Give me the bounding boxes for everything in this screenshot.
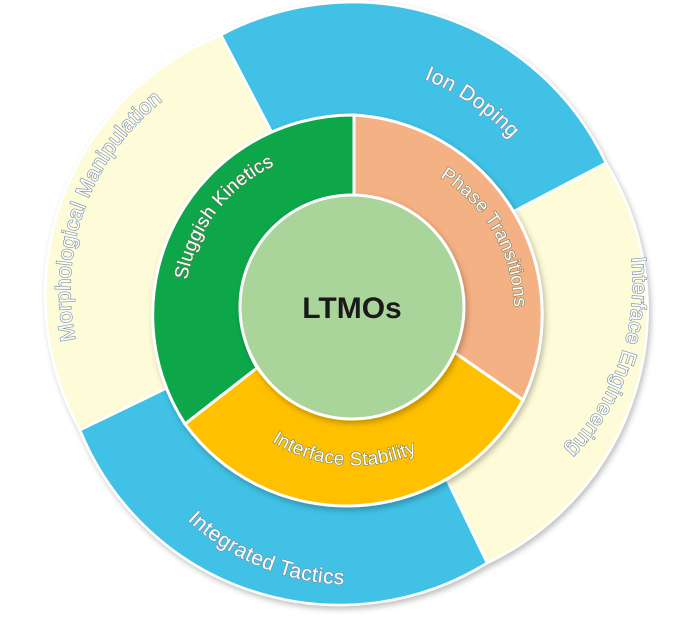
center-circle bbox=[238, 193, 466, 421]
center-label: LTMOs bbox=[302, 292, 401, 325]
